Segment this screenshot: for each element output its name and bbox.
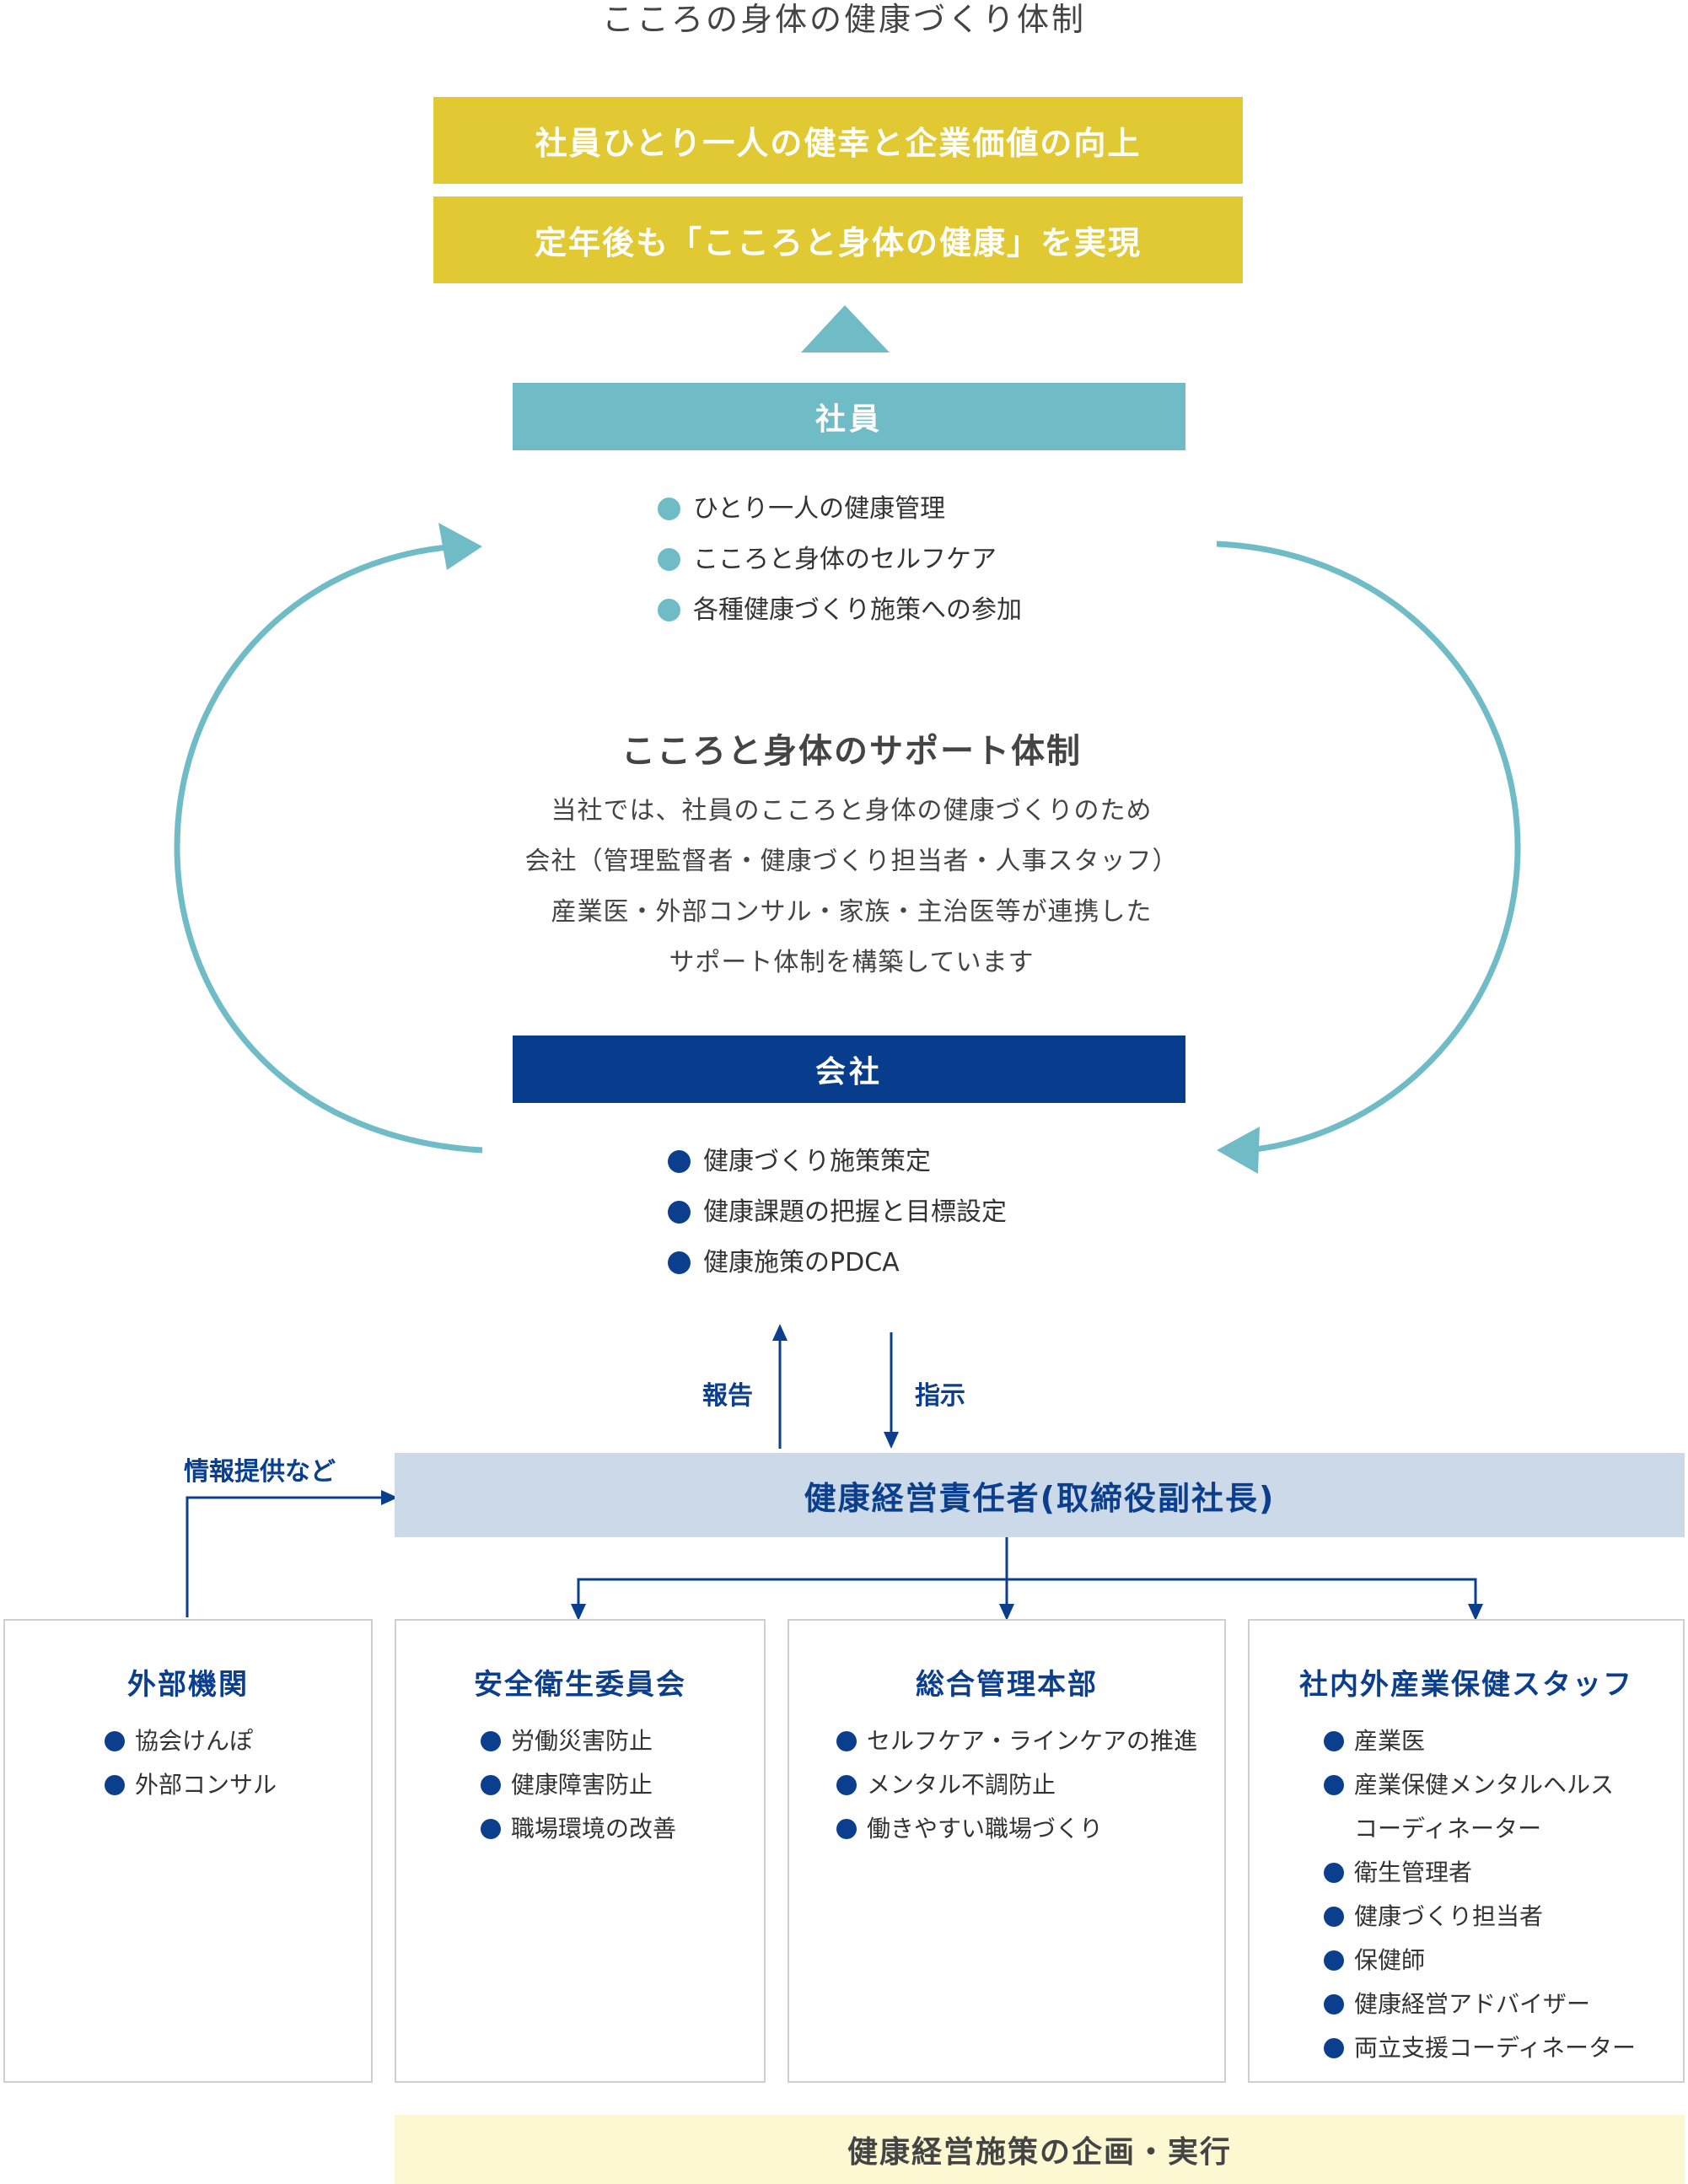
report-label: 報告: [702, 1381, 753, 1411]
info-arrow-line: [185, 1496, 386, 1617]
diagram-title: こころの身体の健康づくり体制: [601, 1, 1086, 38]
right-arc-arrowhead-icon: [1217, 1127, 1260, 1174]
list-item: 外部コンサル: [105, 1763, 371, 1807]
info-label: 情報提供など: [184, 1457, 336, 1487]
list-item-continuation: コーディネーター: [1354, 1815, 1542, 1842]
box-title: 総合管理本部: [916, 1668, 1098, 1702]
bullet-dot-icon: [105, 1775, 125, 1795]
box-list: 労働災害防止 健康障害防止 職場環境の改善: [481, 1719, 764, 1851]
bullet-dot-icon: [836, 1775, 857, 1795]
bullet-dot-icon: [1324, 1907, 1344, 1927]
support-line: 当社では、社員のこころと身体の健康づくりのため: [551, 796, 1153, 826]
bullet-dot-icon: [658, 498, 680, 520]
bullet-dot-icon: [1324, 2038, 1344, 2058]
bullet-dot-icon: [836, 1731, 857, 1751]
list-item: 健康施策のPDCA: [668, 1238, 1007, 1288]
instruct-label: 指示: [915, 1381, 965, 1411]
info-arrowhead-icon: [381, 1490, 398, 1505]
list-item: 各種健康づくり施策への参加: [658, 585, 1022, 636]
list-item: 労働災害防止: [481, 1719, 764, 1763]
list-item: こころと身体のセルフケア: [658, 535, 1022, 585]
general-management-box: 総合管理本部 セルフケア・ラインケアの推進 メンタル不調防止 働きやすい職場づく…: [788, 1619, 1226, 2083]
bullet-dot-icon: [481, 1775, 501, 1795]
bullet-dot-icon: [1324, 1775, 1344, 1795]
bullet-dot-icon: [105, 1731, 125, 1751]
external-org-box: 外部機関 協会けんぽ 外部コンサル: [3, 1619, 373, 2083]
box-title: 安全衛生委員会: [474, 1668, 686, 1702]
list-item: 保健師: [1324, 1939, 1683, 1982]
support-line: サポート体制を構築しています: [669, 948, 1035, 977]
health-staff-box: 社内外産業保健スタッフ 産業医 産業保健メンタルヘルス コーディネーター 衛生管…: [1248, 1619, 1685, 2083]
employee-band: 社員: [513, 383, 1185, 450]
support-title: こころと身体のサポート体制: [621, 732, 1082, 771]
list-item: 健康課題の把握と目標設定: [668, 1187, 1007, 1238]
box-title: 社内外産業保健スタッフ: [1299, 1668, 1633, 1702]
list-item: 衛生管理者: [1324, 1851, 1683, 1895]
bullet-dot-icon: [1324, 1950, 1344, 1971]
distribution-arrowhead-icon: [1468, 1604, 1483, 1621]
distribution-branch-line: [577, 1578, 1477, 1609]
bullet-dot-icon: [668, 1201, 691, 1224]
box-list: 協会けんぽ 外部コンサル: [105, 1719, 371, 1807]
bullet-dot-icon: [658, 548, 680, 571]
distribution-arrowhead-icon: [999, 1604, 1014, 1621]
instruct-arrowhead-icon: [884, 1432, 899, 1449]
support-line: 会社（管理監督者・健康づくり担当者・人事スタッフ）: [524, 847, 1179, 876]
box-list: セルフケア・ラインケアの推進 メンタル不調防止 働きやすい職場づくり: [836, 1719, 1224, 1851]
right-cycle-arc: [1216, 541, 1521, 1154]
list-item: 健康づくり施策策定: [668, 1137, 1007, 1187]
list-item: 健康づくり担当者: [1324, 1895, 1683, 1939]
list-item: セルフケア・ラインケアの推進: [836, 1719, 1224, 1763]
list-item: 働きやすい職場づくり: [836, 1807, 1224, 1851]
report-arrowhead-icon: [772, 1324, 788, 1341]
distribution-arrowhead-icon: [571, 1604, 586, 1621]
left-arc-arrowhead-icon: [438, 523, 482, 570]
bullet-dot-icon: [668, 1251, 691, 1274]
left-cycle-arc: [174, 543, 483, 1154]
bullet-dot-icon: [668, 1150, 691, 1173]
bullet-dot-icon: [1324, 1863, 1344, 1883]
bullet-dot-icon: [481, 1731, 501, 1751]
bullet-dot-icon: [1324, 1731, 1344, 1751]
support-line: 産業医・外部コンサル・家族・主治医等が連携した: [551, 897, 1153, 927]
bullet-dot-icon: [658, 599, 680, 621]
list-item: 健康障害防止: [481, 1763, 764, 1807]
bullet-dot-icon: [836, 1819, 857, 1839]
footer-band: 健康経営施策の企画・実行: [395, 2115, 1685, 2184]
company-band: 会社: [513, 1036, 1185, 1103]
list-item: 両立支援コーディネーター: [1324, 2026, 1683, 2070]
list-item: ひとり一人の健康管理: [658, 484, 1022, 535]
employee-list: ひとり一人の健康管理 こころと身体のセルフケア 各種健康づくり施策への参加: [658, 484, 1022, 636]
officer-band: 健康経営責任者(取締役副社長): [395, 1453, 1685, 1537]
list-item: 産業医: [1324, 1719, 1683, 1763]
list-item: 健康経営アドバイザー: [1324, 1982, 1683, 2026]
goal-band-2: 定年後も「こころと身体の健康」を実現: [433, 196, 1243, 283]
company-list: 健康づくり施策策定 健康課題の把握と目標設定 健康施策のPDCA: [668, 1137, 1007, 1288]
list-item: 職場環境の改善: [481, 1807, 764, 1851]
bullet-dot-icon: [481, 1819, 501, 1839]
list-item: 協会けんぽ: [105, 1719, 371, 1763]
support-body: 当社では、社員のこころと身体の健康づくりのため 会社（管理監督者・健康づくり担当…: [438, 786, 1265, 988]
goal-band-1: 社員ひとり一人の健幸と企業価値の向上: [433, 97, 1243, 184]
list-item: メンタル不調防止: [836, 1763, 1224, 1807]
up-triangle-icon: [801, 305, 890, 352]
safety-committee-box: 安全衛生委員会 労働災害防止 健康障害防止 職場環境の改善: [395, 1619, 766, 2083]
box-list: 産業医 産業保健メンタルヘルス コーディネーター 衛生管理者 健康づくり担当者 …: [1324, 1719, 1683, 2070]
bullet-dot-icon: [1324, 1994, 1344, 2015]
box-title: 外部機関: [127, 1668, 249, 1702]
list-item: 産業保健メンタルヘルス: [1324, 1763, 1683, 1807]
